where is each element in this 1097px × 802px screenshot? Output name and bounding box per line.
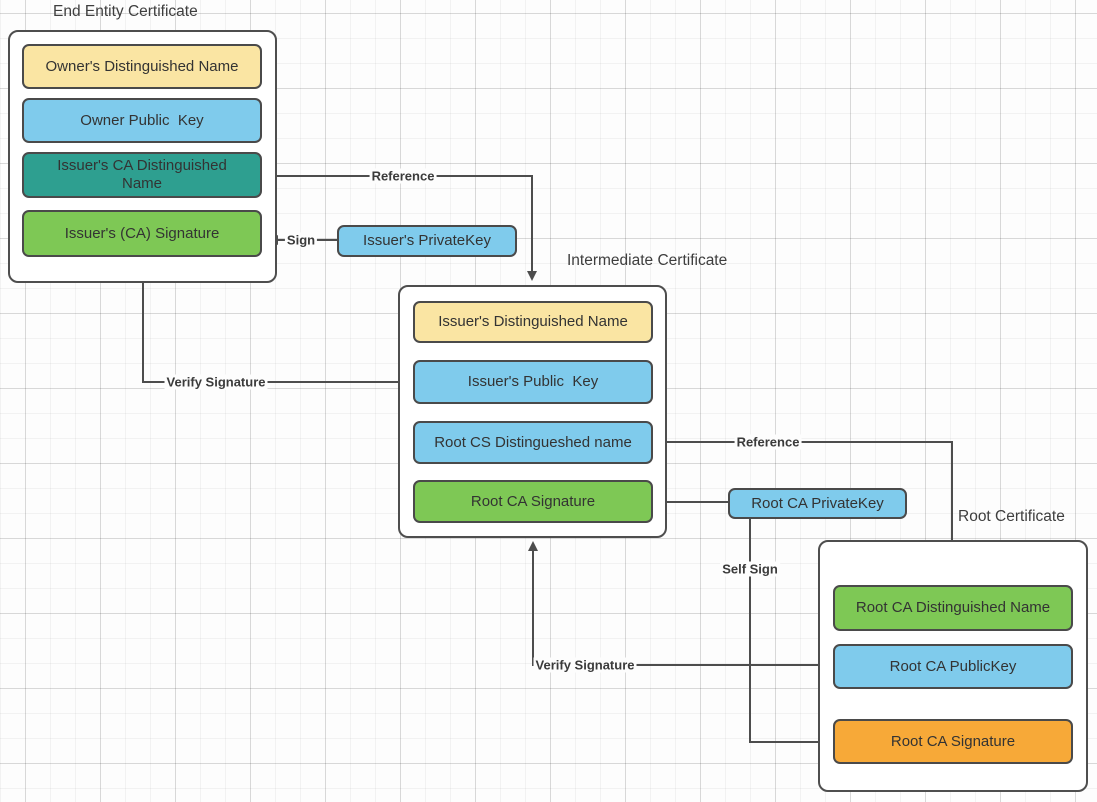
- root-ca-distinguished-name-box: Root CA Distinguished Name: [833, 585, 1073, 631]
- issuers-ca-signature-box: Issuer's (CA) Signature: [22, 210, 262, 257]
- root-ca-publickey-box: Root CA PublicKey: [833, 644, 1073, 689]
- connector-verify-signature-1: [138, 259, 398, 383]
- connector-reference-1: [263, 175, 537, 281]
- connector-self-sign: [749, 519, 830, 747]
- connector-verify-signature-2: [528, 541, 833, 666]
- issuers-public-key-box: Issuer's Public Key: [413, 360, 653, 404]
- root-ca-privatekey-box: Root CA PrivateKey: [728, 488, 907, 519]
- end-entity-certificate-title: End Entity Certificate: [53, 3, 198, 20]
- verify-signature-1-label: Verify Signature: [164, 374, 268, 390]
- intermediate-certificate-title: Intermediate Certificate: [567, 252, 728, 269]
- reference-1-label: Reference: [369, 168, 437, 184]
- verify-signature-2-label: Verify Signature: [533, 657, 637, 673]
- owners-distinguished-name-box: Owner's Distinguished Name: [22, 44, 262, 89]
- root-ca-signature-root-box: Root CA Signature: [833, 719, 1073, 764]
- self-sign-label: Self Sign: [720, 561, 780, 577]
- root-certificate-title: Root Certificate: [958, 508, 1065, 525]
- reference-2-label: Reference: [734, 434, 802, 450]
- issuers-distinguished-name-box: Issuer's Distinguished Name: [413, 301, 653, 343]
- owner-public-key-box: Owner Public Key: [22, 98, 262, 143]
- sign-label: Sign: [284, 232, 318, 248]
- root-ca-signature-box: Root CA Signature: [413, 480, 653, 523]
- issuers-privatekey-box: Issuer's PrivateKey: [337, 225, 517, 257]
- root-cs-distingueshed-name-box: Root CS Distingueshed name: [413, 421, 653, 464]
- issuers-ca-distinguished-name-box: Issuer's CA Distinguished Name: [22, 152, 262, 198]
